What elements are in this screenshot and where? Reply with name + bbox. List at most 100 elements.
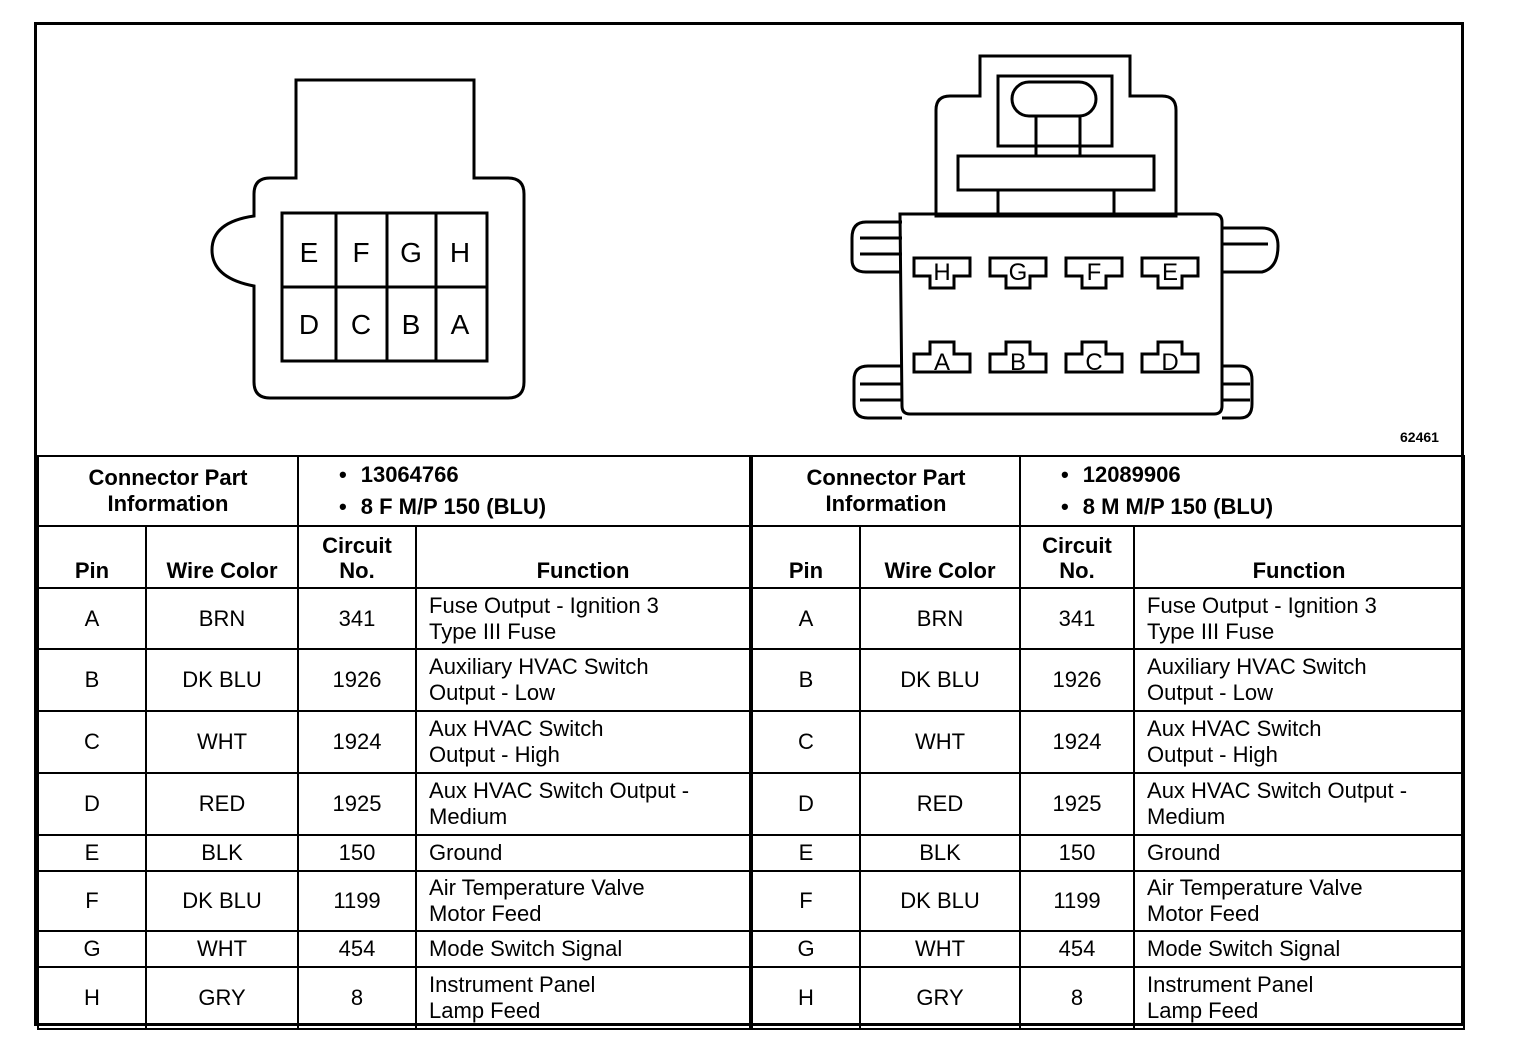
wire-color-cell: RED xyxy=(144,772,300,836)
wire-color-header: Wire Color xyxy=(858,525,1022,589)
function-cell: Ground xyxy=(1133,834,1465,872)
function-line: Output - High xyxy=(1147,742,1278,767)
part-number: 13064766 xyxy=(339,459,743,491)
male-connector-face xyxy=(850,54,1280,420)
circuit-cell: 454 xyxy=(297,930,418,968)
pin-label-g: G xyxy=(400,237,422,268)
wire-color-cell: DK BLU xyxy=(144,648,300,712)
terminal-c xyxy=(1064,340,1124,374)
circuit-cell: 341 xyxy=(1019,587,1136,650)
function-line: Type III Fuse xyxy=(429,618,557,644)
wire-color-cell: GRY xyxy=(858,966,1022,1030)
pin-label-d: D xyxy=(299,309,319,340)
wire-color-cell: BLK xyxy=(858,834,1022,872)
function-line: Fuse Output - Ignition 3 xyxy=(1147,592,1377,618)
circuit-cell: 150 xyxy=(1019,834,1136,872)
pin-cell: B xyxy=(751,648,861,712)
function-line: Motor Feed xyxy=(429,901,542,926)
function-line: Ground xyxy=(1147,840,1221,865)
pin-label-b: B xyxy=(402,309,421,340)
function-cell: Aux HVAC Switch Output -Medium xyxy=(415,772,751,836)
wire-color-cell: DK BLU xyxy=(144,870,300,932)
pin-label-a: A xyxy=(451,309,470,340)
circuit-cell: 1926 xyxy=(1019,648,1136,712)
wire-color-header: Wire Color xyxy=(144,525,300,589)
function-line: Output - Low xyxy=(429,680,555,705)
pin-cell: H xyxy=(37,966,147,1030)
function-header: Function xyxy=(415,525,751,589)
circuit-cell: 341 xyxy=(297,587,418,650)
circuit-cell: 1926 xyxy=(297,648,418,712)
wire-color-cell: GRY xyxy=(144,966,300,1030)
part-number: 12089906 xyxy=(1061,459,1457,491)
pin-cell: D xyxy=(751,772,861,836)
pin-cell: E xyxy=(751,834,861,872)
figure-id: 62461 xyxy=(1400,429,1439,445)
pin-cell: G xyxy=(751,930,861,968)
pin-label-d: D xyxy=(1161,349,1178,376)
terminal-e xyxy=(1140,256,1200,290)
pin-label-h: H xyxy=(933,259,950,286)
function-cell: Aux HVAC Switch Output -Medium xyxy=(1133,772,1465,836)
pin-label-b: B xyxy=(1010,349,1026,376)
pin-cell: H xyxy=(751,966,861,1030)
pin-cell: C xyxy=(37,710,147,774)
circuit-cell: 454 xyxy=(1019,930,1136,968)
function-line: Auxiliary HVAC Switch xyxy=(429,654,649,679)
terminal-b xyxy=(988,340,1048,374)
pin-cell: A xyxy=(751,587,861,650)
pin-label-f: F xyxy=(1087,259,1102,286)
pin-cell: E xyxy=(37,834,147,872)
circuit-cell: 1924 xyxy=(1019,710,1136,774)
pin-label-g: G xyxy=(1009,259,1028,286)
function-cell: Ground xyxy=(415,834,751,872)
pin-label-c: C xyxy=(1085,349,1102,376)
function-line: Mode Switch Signal xyxy=(429,936,623,961)
function-line: Output - Low xyxy=(1147,680,1273,705)
function-line: Mode Switch Signal xyxy=(1147,936,1341,961)
pin-cell: D xyxy=(37,772,147,836)
pin-label-h: H xyxy=(450,237,470,268)
pin-header: Pin xyxy=(751,525,861,589)
circuit-cell: 8 xyxy=(297,966,418,1030)
wire-color-cell: DK BLU xyxy=(858,870,1022,932)
wire-color-cell: WHT xyxy=(858,710,1022,774)
function-line: Air Temperature Valve xyxy=(429,875,645,900)
pin-label-c: C xyxy=(351,309,371,340)
circuit-cell: 1924 xyxy=(297,710,418,774)
wire-color-cell: RED xyxy=(858,772,1022,836)
wire-color-cell: DK BLU xyxy=(858,648,1022,712)
terminal-g xyxy=(988,256,1048,290)
circuit-cell: 1199 xyxy=(297,870,418,932)
wire-color-cell: WHT xyxy=(144,930,300,968)
function-line: Auxiliary HVAC Switch xyxy=(1147,654,1367,679)
function-line: Fuse Output - Ignition 3 xyxy=(429,592,659,618)
function-line: Aux HVAC Switch xyxy=(429,716,604,741)
